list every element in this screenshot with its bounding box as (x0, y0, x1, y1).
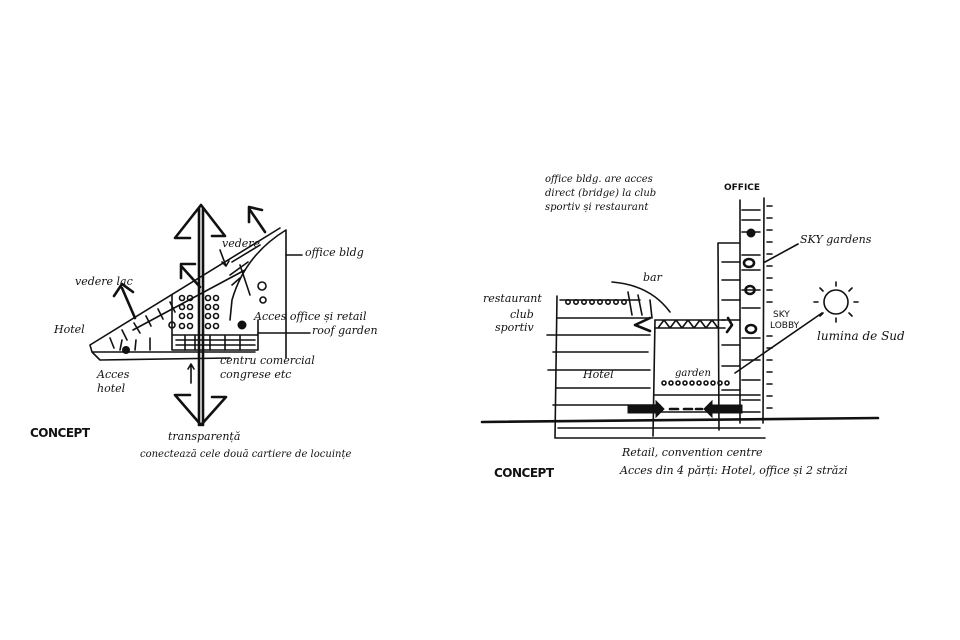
office-tower (717, 197, 799, 431)
note-line-3: sportiv și restaurant (545, 202, 649, 213)
label-vedere: vedere (222, 237, 261, 250)
ground-line (480, 416, 880, 424)
bridge (633, 316, 734, 334)
label-centru-comercial: centru comercial (220, 354, 315, 367)
label-sky: SKY (773, 310, 790, 320)
note-line-2: direct (bridge) la club (545, 188, 656, 199)
label-club: club (510, 308, 534, 321)
label-bar: bar (643, 271, 663, 284)
label-acces-hotel-1: Acces (96, 368, 130, 381)
label-transparenta: transparență (168, 430, 240, 443)
label-roof-garden: roof garden (312, 324, 378, 337)
label-conecteaza: conectează cele două cartiere de locuinț… (140, 449, 351, 460)
commercial-centre-block (168, 294, 259, 351)
label-acces-din-4-parti: Acces din 4 părți: Hotel, office și 2 st… (619, 464, 848, 477)
label-office: OFFICE (724, 183, 760, 193)
transparency-double-arrow (173, 203, 228, 427)
left-concept-sketch: vedere lac vedere office bldg Acces offi… (30, 203, 378, 460)
label-congrese: congrese etc (220, 368, 291, 381)
hotel-wedge (89, 227, 281, 361)
label-acces-office: Acces office și retail (253, 310, 367, 323)
label-lobby: LOBBY (770, 321, 800, 331)
label-office-bldg: office bldg (305, 246, 364, 259)
sun-icon (734, 281, 859, 374)
arrow-left-icon (703, 399, 743, 419)
label-hotel-right: Hotel (582, 368, 614, 381)
label-retail: Retail, convention centre (621, 446, 763, 459)
arrow-right-icon (627, 399, 665, 419)
left-concept-title: CONCEPT (30, 426, 91, 440)
label-garden: garden (675, 368, 711, 379)
label-acces-hotel-2: hotel (97, 382, 126, 395)
label-sportiv: sportiv (495, 321, 535, 334)
office-building (229, 229, 311, 359)
label-lumina-de-sud: lumina de Sud (817, 329, 905, 343)
right-concept-sketch: office bldg. are acces direct (bridge) l… (480, 174, 905, 480)
label-vedere-lac: vedere lac (75, 275, 133, 288)
label-restaurant: restaurant (483, 292, 542, 305)
view-arrows (112, 205, 267, 384)
right-concept-title: CONCEPT (494, 466, 555, 480)
note-line-1: office bldg. are acces (545, 174, 653, 185)
label-hotel: Hotel (53, 323, 85, 336)
hotel-block (546, 281, 766, 439)
garden-and-retail (627, 380, 761, 419)
label-sky-gardens: SKY gardens (800, 233, 872, 246)
